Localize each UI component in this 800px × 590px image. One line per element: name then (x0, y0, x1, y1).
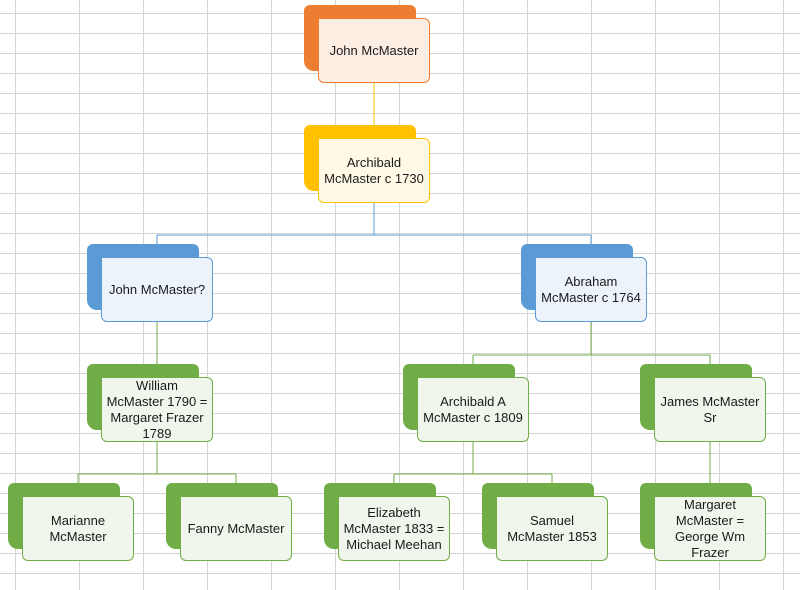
node-label: John McMaster (318, 18, 430, 83)
node-john-mcmaster-q[interactable]: John McMaster? (87, 244, 215, 324)
node-label: Marianne McMaster (22, 496, 134, 561)
node-label: Margaret McMaster = George Wm Frazer (654, 496, 766, 561)
node-label: Fanny McMaster (180, 496, 292, 561)
node-label: Samuel McMaster 1853 (496, 496, 608, 561)
node-label: Elizabeth McMaster 1833 = Michael Meehan (338, 496, 450, 561)
node-samuel-mcmaster-1853[interactable]: Samuel McMaster 1853 (482, 483, 610, 563)
node-archibald-a-mcmaster-1809[interactable]: Archibald A McMaster c 1809 (403, 364, 531, 444)
node-label: William McMaster 1790 = Margaret Frazer … (101, 377, 213, 442)
node-fanny-mcmaster[interactable]: Fanny McMaster (166, 483, 294, 563)
node-james-mcmaster-sr[interactable]: James McMaster Sr (640, 364, 768, 444)
node-abraham-mcmaster-1764[interactable]: Abraham McMaster c 1764 (521, 244, 649, 324)
node-marianne-mcmaster[interactable]: Marianne McMaster (8, 483, 136, 563)
node-william-mcmaster-1790[interactable]: William McMaster 1790 = Margaret Frazer … (87, 364, 215, 444)
node-margaret-mcmaster[interactable]: Margaret McMaster = George Wm Frazer (640, 483, 768, 563)
node-label: Archibald McMaster c 1730 (318, 138, 430, 203)
node-elizabeth-mcmaster-1833[interactable]: Elizabeth McMaster 1833 = Michael Meehan (324, 483, 452, 563)
node-john-mcmaster-root[interactable]: John McMaster (304, 5, 432, 85)
node-label: James McMaster Sr (654, 377, 766, 442)
node-label: Abraham McMaster c 1764 (535, 257, 647, 322)
node-label: Archibald A McMaster c 1809 (417, 377, 529, 442)
node-label: John McMaster? (101, 257, 213, 322)
node-archibald-mcmaster-1730[interactable]: Archibald McMaster c 1730 (304, 125, 432, 205)
